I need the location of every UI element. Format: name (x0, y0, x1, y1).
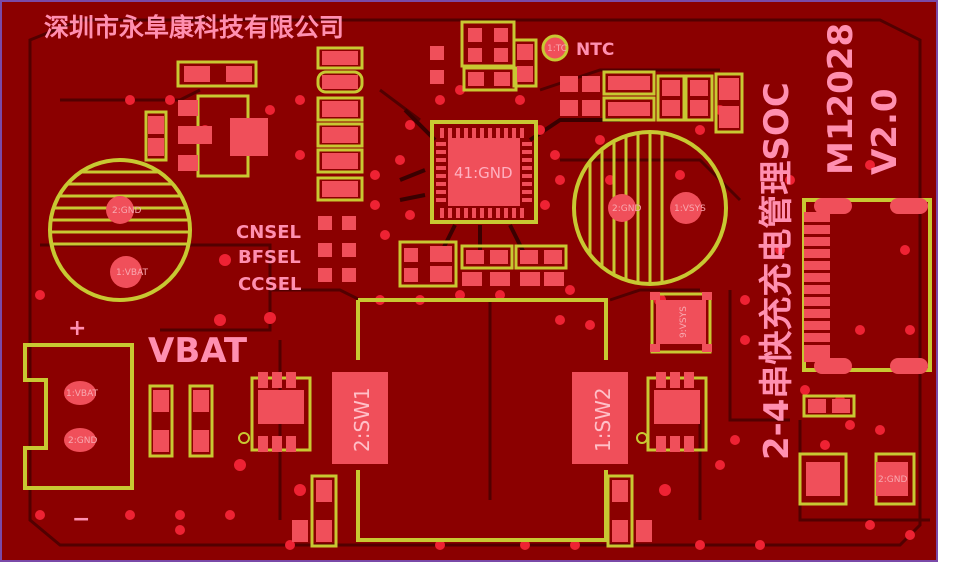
bottom-right-parts (798, 394, 916, 506)
mosfet-vsys (650, 292, 712, 354)
main-ic-qfn (430, 120, 538, 224)
mosfet-left (238, 372, 312, 452)
ic-gnd-pad-label: 41:GND (454, 164, 513, 182)
ccsel-label: CCSEL (238, 274, 301, 295)
board-outline (0, 0, 938, 562)
mosfet-right (636, 372, 708, 452)
product-title: 2-4串快充充电管理SOC (757, 82, 797, 460)
component-c1 (144, 110, 168, 162)
vbat-resistors (148, 384, 214, 458)
minus-marker: − (72, 507, 90, 532)
ntc-label: NTC (576, 40, 614, 60)
conn-vbat-pad-label: 1:VBAT (66, 389, 99, 399)
conn-gnd-pad-label: 2:GND (68, 436, 97, 446)
cap-right-gnd-label: 2:GND (612, 204, 641, 214)
sw1-pad-label: 2:SW1 (350, 387, 374, 452)
model-number: M12028 (821, 23, 861, 175)
usb-c-connector (802, 198, 932, 374)
bottom-caps (292, 474, 652, 548)
inductor (332, 298, 628, 542)
cap-left-gnd-label: 2:GND (112, 206, 141, 216)
battery-connector (23, 343, 134, 490)
sw2-pad-label: 1:SW2 (591, 387, 615, 452)
vbat-label: VBAT (148, 331, 248, 371)
below-chip-passives (398, 240, 568, 288)
cnsel-label: CNSEL (236, 222, 301, 243)
ntc-pad-label: 1:TC (547, 44, 567, 54)
passive-column (316, 46, 364, 282)
vias (35, 85, 915, 550)
plus-marker: + (68, 316, 86, 341)
bfsel-label: BFSEL (238, 247, 301, 268)
cap-right (572, 130, 728, 286)
version-label: V2.0 (865, 88, 905, 175)
bottom-gnd-pad-label: 2:GND (878, 475, 907, 485)
component-u2 (178, 94, 268, 178)
component-r1 (176, 60, 258, 88)
mosfet-vsys-pad-label: 9:VSYS (679, 306, 689, 338)
company-name: 深圳市永阜康科技有限公司 (44, 13, 344, 42)
ntc-cluster (430, 20, 569, 92)
top-right-passives (560, 70, 744, 134)
cap-right-vsys-label: 1:VSYS (674, 204, 706, 214)
cap-left-vbat-label: 1:VBAT (116, 268, 149, 278)
